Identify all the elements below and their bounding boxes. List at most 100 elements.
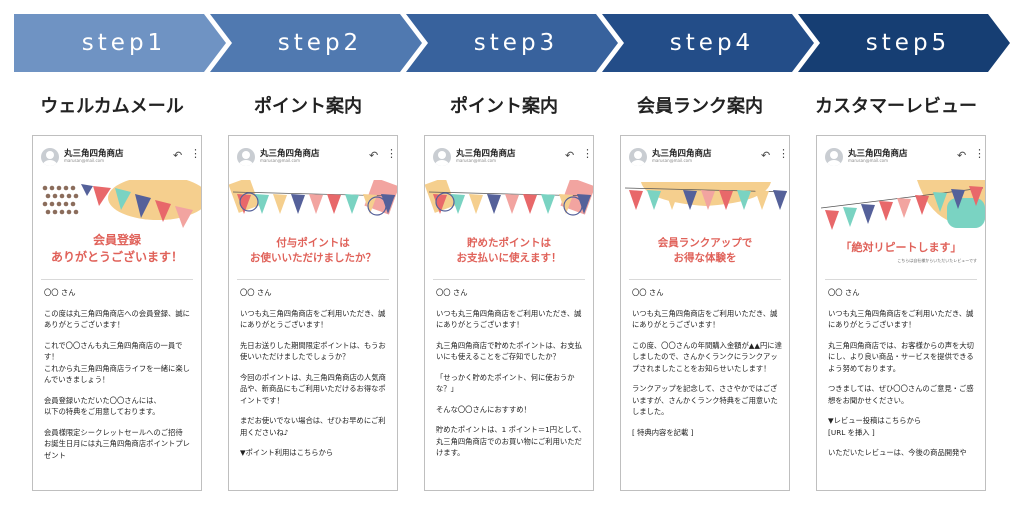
- email-header: 丸三角四角商店 marusan@mail.com ↶ ⋮: [433, 146, 593, 168]
- more-options-icon[interactable]: ⋮: [974, 147, 985, 160]
- sender-address: marusan@mail.com: [848, 158, 888, 163]
- step-arrow-4: step4: [602, 14, 814, 72]
- email-headline: 貯めたポイントは お支払いに使えます！: [456, 237, 562, 264]
- body-paragraph: そんな〇〇さんにおすすめ！: [436, 404, 531, 414]
- review-note: こちらは自社様からいただいたレビューです: [897, 258, 977, 263]
- sender-address: marusan@mail.com: [64, 158, 104, 163]
- body-paragraph: まだお使いでない場合は、ぜひお早めにご利用くださいね♪: [240, 416, 386, 437]
- body-paragraph: 会員様限定シークレットセールへのご招待 お誕生日月には丸三角四角商店ポイントプレ…: [44, 427, 190, 460]
- body-paragraph: いつも丸三角四角商店をご利用いただき、誠にありがとうございます！: [828, 308, 974, 330]
- body-paragraph: 「せっかく貯めたポイント、何に使おうかな？」: [436, 372, 575, 394]
- email-body: 〇〇 さんいつも丸三角四角商店をご利用いただき、誠にありがとうございます！ 丸三角…: [828, 287, 980, 468]
- reply-icon[interactable]: ↶: [957, 149, 967, 162]
- email-headline: 会員登録 ありがとうございます！: [50, 233, 183, 264]
- email-body: 〇〇 さんいつも丸三角四角商店をご利用いただき、誠にありがとうございます！ 丸三角…: [436, 287, 588, 468]
- email-header: 丸三角四角商店 marusan@mail.com ↶ ⋮: [237, 146, 397, 168]
- email-body: 〇〇 さんいつも丸三角四角商店をご利用いただき、誠にありがとうございます！ この度…: [632, 287, 784, 447]
- reply-icon[interactable]: ↶: [173, 149, 183, 162]
- step-flow: step1 step2 step3 step4 step5: [14, 14, 1010, 72]
- email-preview-card: 丸三角四角商店 marusan@mail.com ↶ ⋮ 「絶対リピートします」…: [816, 135, 986, 491]
- avatar: [629, 148, 647, 166]
- email-body: 〇〇 さんこの度は丸三角四角商店への会員登録、誠にありがとうございます！ これで〇…: [44, 287, 196, 470]
- body-paragraph: これで〇〇さんも丸三角四角商店の一員です！ これから丸三角四角商店ライフを一緒に…: [44, 340, 190, 385]
- body-paragraph: この度、〇〇さんの年間購入金額が▲▲円に達しましたので、さんかくランクにランクア…: [632, 340, 782, 373]
- step-arrow-5: step5: [798, 14, 1010, 72]
- step-arrow-3: step3: [406, 14, 618, 72]
- body-paragraph: この度は丸三角四角商店への会員登録、誠にありがとうございます！: [44, 308, 190, 330]
- step-label: step5: [865, 30, 951, 56]
- sender-address: marusan@mail.com: [652, 158, 692, 163]
- more-options-icon[interactable]: ⋮: [190, 147, 201, 160]
- sender-name: 丸三角四角商店: [456, 149, 516, 159]
- body-paragraph: いつも丸三角四角商店をご利用いただき、誠にありがとうございます！: [632, 308, 778, 330]
- divider: [825, 279, 977, 280]
- banner-illustration: [229, 180, 397, 216]
- email-header: 丸三角四角商店 marusan@mail.com ↶ ⋮: [629, 146, 789, 168]
- more-options-icon[interactable]: ⋮: [582, 147, 593, 160]
- body-paragraph: いただいたレビューは、今後の商品開発や: [828, 448, 967, 458]
- body-paragraph: 会員登録いただいた〇〇さんには、 以下の特典をご用意しております。: [44, 395, 161, 417]
- reply-icon[interactable]: ↶: [761, 149, 771, 162]
- column-title: カスタマーレビュー: [815, 96, 977, 117]
- divider: [41, 279, 193, 280]
- email-preview-card: 丸三角四角商店 marusan@mail.com ↶ ⋮ 貯めたポイントは お支…: [424, 135, 594, 491]
- email-body: 〇〇 さんいつも丸三角四角商店をご利用いただき、誠にありがとうございます！ 先日お…: [240, 287, 392, 468]
- column-title: ポイント案内: [254, 96, 362, 117]
- divider: [237, 279, 389, 280]
- sender-name: 丸三角四角商店: [652, 149, 712, 159]
- step-arrow-2: step2: [210, 14, 422, 72]
- avatar: [433, 148, 451, 166]
- step-label: step1: [81, 30, 167, 56]
- body-paragraph: 〇〇 さん: [44, 288, 76, 297]
- banner-illustration: [425, 180, 593, 216]
- email-preview-card: 丸三角四角商店 marusan@mail.com ↶ ⋮ 会員登録 ありがとうご…: [32, 135, 202, 491]
- sender-address: marusan@mail.com: [260, 158, 300, 163]
- body-paragraph: 今回のポイントは、丸三角四角商店の人気商品や、新商品にもご利用いただけるお得なポ…: [240, 372, 386, 405]
- banner-illustration: [42, 180, 201, 228]
- body-paragraph: 貯めたポイントは、1 ポイント＝1円として、丸三角四角商店でのお買い物にご利用い…: [436, 425, 586, 458]
- avatar: [41, 148, 59, 166]
- divider: [433, 279, 585, 280]
- column-title: 会員ランク案内: [637, 96, 763, 117]
- body-paragraph: ▼レビュー投稿はこちらから [URL を挿入 ]: [828, 416, 922, 437]
- divider: [629, 279, 781, 280]
- reply-icon[interactable]: ↶: [565, 149, 575, 162]
- email-header: 丸三角四角商店 marusan@mail.com ↶ ⋮: [825, 146, 985, 168]
- step-arrow-1: step1: [14, 14, 226, 72]
- body-paragraph: いつも丸三角四角商店をご利用いただき、誠にありがとうございます！: [240, 308, 386, 330]
- banner-illustration: [624, 182, 788, 210]
- body-paragraph: 〇〇 さん: [436, 288, 468, 297]
- step-label: step4: [669, 30, 755, 56]
- reply-icon[interactable]: ↶: [369, 149, 379, 162]
- body-paragraph: ▼ポイント利用はこちらから: [240, 448, 334, 458]
- body-paragraph: 先日お送りした期間限定ポイントは、もうお使いいただけましたでしょうか？: [240, 340, 386, 362]
- body-paragraph: 〇〇 さん: [828, 288, 860, 297]
- email-header: 丸三角四角商店 marusan@mail.com ↶ ⋮: [41, 146, 201, 168]
- email-headline: 「絶対リピートします」: [840, 241, 962, 254]
- body-paragraph: 〇〇 さん: [632, 288, 664, 297]
- step-label: step3: [473, 30, 559, 56]
- column-title: ポイント案内: [450, 96, 558, 117]
- sender-name: 丸三角四角商店: [260, 149, 320, 159]
- avatar: [825, 148, 843, 166]
- email-preview-card: 丸三角四角商店 marusan@mail.com ↶ ⋮ 付与ポイントは お使い…: [228, 135, 398, 491]
- more-options-icon[interactable]: ⋮: [386, 147, 397, 160]
- step-label: step2: [277, 30, 363, 56]
- column-title: ウェルカムメール: [40, 96, 184, 117]
- email-headline: 付与ポイントは お使いいただけましたか？: [250, 237, 376, 264]
- body-paragraph: 丸三角四角商店では、お客様からの声を大切にし、より良い商品・サービスを提供できる…: [828, 340, 974, 373]
- avatar: [237, 148, 255, 166]
- email-headline: 会員ランクアップで お得な体験を: [657, 237, 753, 264]
- body-paragraph: つきましては、ぜひ〇〇さんのご意見・ご感想をお聞かせください。: [828, 384, 974, 405]
- body-paragraph: 〇〇 さん: [240, 288, 272, 297]
- sender-name: 丸三角四角商店: [64, 149, 124, 159]
- banner-illustration: [820, 180, 985, 230]
- body-paragraph: [ 特典内容を記載 ]: [632, 427, 694, 437]
- body-paragraph: いつも丸三角四角商店をご利用いただき、誠にありがとうございます！: [436, 308, 582, 330]
- sender-address: marusan@mail.com: [456, 158, 496, 163]
- email-preview-card: 丸三角四角商店 marusan@mail.com ↶ ⋮ 会員ランクアップで お…: [620, 135, 790, 491]
- body-paragraph: 丸三角四角商店で貯めたポイントは、お支払いにも使えることをご存知でしたか？: [436, 340, 582, 362]
- body-paragraph: ランクアップを記念して、ささやかではございますが、さんかくランク特典をご用意いた…: [632, 384, 778, 417]
- sender-name: 丸三角四角商店: [848, 149, 908, 159]
- more-options-icon[interactable]: ⋮: [778, 147, 789, 160]
